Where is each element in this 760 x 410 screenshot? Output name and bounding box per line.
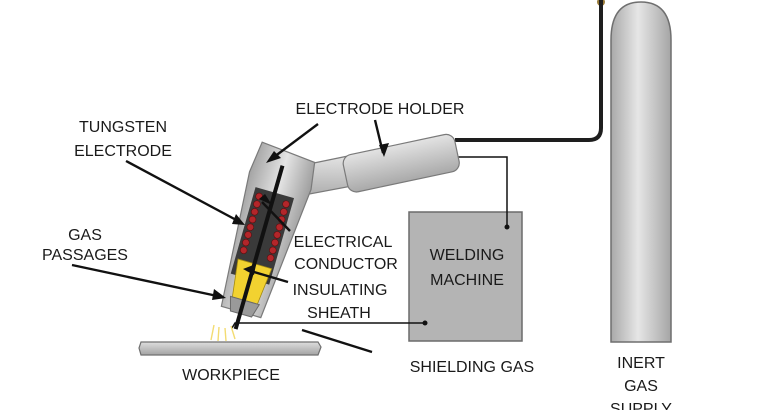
- torch-body: [220, 141, 316, 330]
- welding-machine-box: [408, 211, 523, 342]
- electrode-holder-handle: [342, 133, 460, 193]
- power-cable: [455, 156, 508, 227]
- shielding-gas-flow: [210, 324, 236, 342]
- label-insulating: INSULATING: [293, 282, 388, 299]
- cable-terminal-2: [422, 320, 428, 326]
- electrode-cable: [231, 322, 425, 329]
- label-workpiece: WORKPIECE: [182, 367, 280, 384]
- label-supply: SUPPLY: [610, 401, 672, 410]
- label-electrode-holder: ELECTRODE HOLDER: [296, 101, 465, 118]
- label-passages: PASSAGES: [42, 247, 128, 264]
- leader-arrowheads: [212, 143, 389, 300]
- conductor-coil-right: [266, 200, 290, 262]
- tungsten-electrode-rod: [233, 165, 285, 330]
- label-shielding-gas: SHIELDING GAS: [410, 359, 534, 376]
- cable-terminal: [504, 224, 510, 230]
- inert-gas-cylinder: [597, 0, 672, 343]
- label-sheath: SHEATH: [307, 305, 371, 322]
- label-welding: WELDING: [430, 247, 505, 264]
- workpiece-plate: [138, 341, 322, 356]
- label-machine: MACHINE: [430, 272, 504, 289]
- label-gas-2: GAS: [624, 378, 658, 395]
- label-inert: INERT: [617, 355, 665, 372]
- label-gas: GAS: [68, 227, 102, 244]
- label-electrode: ELECTRODE: [74, 143, 172, 160]
- gas-hose: [455, 0, 603, 142]
- label-tungsten: TUNGSTEN: [79, 119, 167, 136]
- label-conductor: CONDUCTOR: [294, 256, 398, 273]
- label-electrical: ELECTRICAL: [294, 234, 393, 251]
